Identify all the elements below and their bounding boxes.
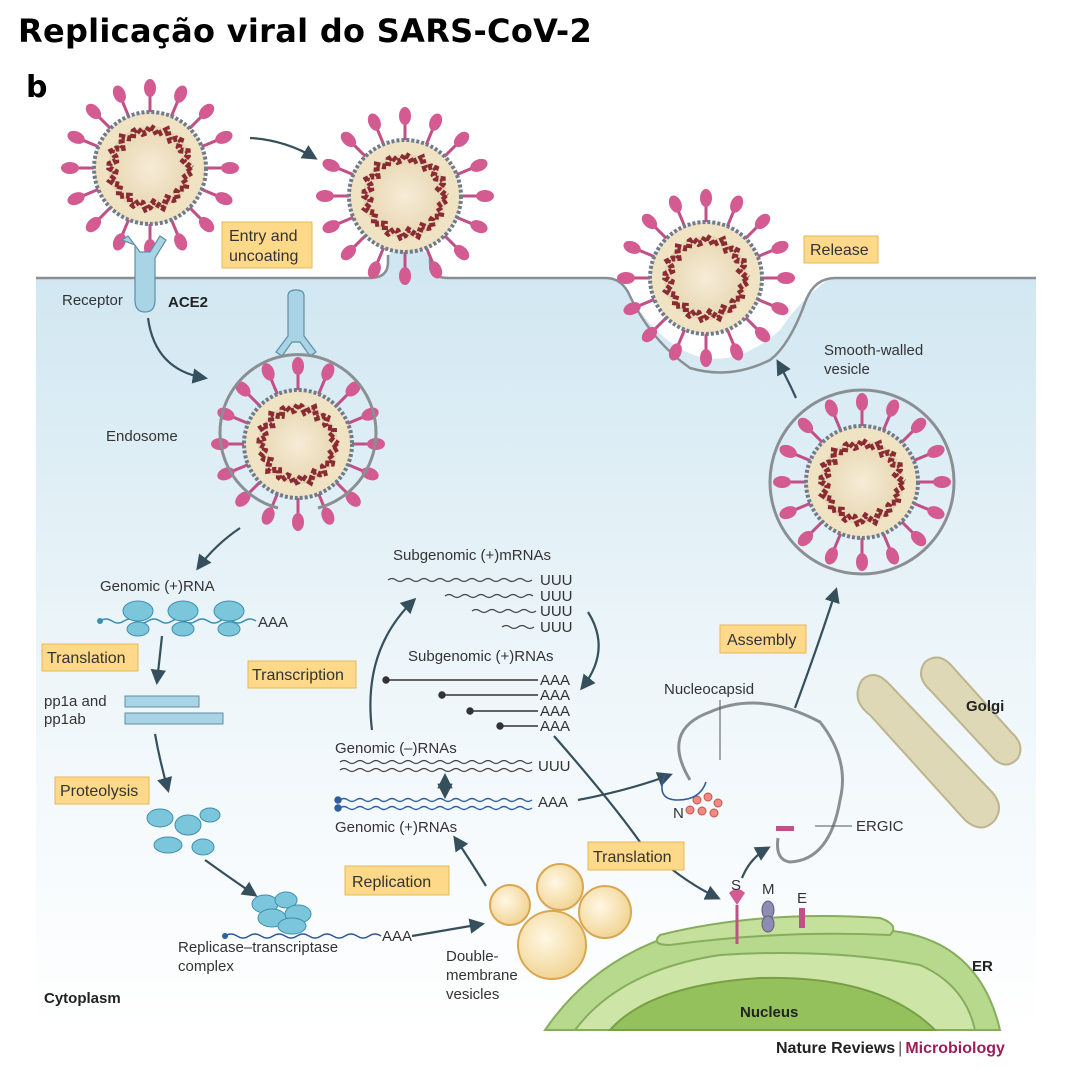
aaa-sub-2: AAA — [540, 687, 570, 704]
s-label: S — [731, 877, 741, 894]
virion-endosome — [211, 357, 385, 531]
translation-label-1: Translation — [47, 650, 126, 667]
virion-vesicle — [773, 393, 951, 571]
m-label: M — [762, 881, 775, 898]
panel-label: b — [26, 70, 48, 105]
nucleus-label: Nucleus — [740, 1004, 798, 1021]
replicase-label-1: Replicase–transcriptase — [178, 939, 338, 956]
vesicle-label-2: vesicle — [824, 361, 870, 378]
replication-label: Replication — [352, 874, 431, 891]
credit-separator: | — [898, 1040, 903, 1057]
virion-entry — [316, 107, 494, 285]
dmv-label-1: Double- — [446, 948, 499, 965]
box-proteolysis — [54, 776, 150, 805]
replicase-label-2: complex — [178, 958, 234, 975]
genomic-rna-label: Genomic (+)RNA — [100, 578, 215, 595]
aaa-sub-1: AAA — [540, 672, 570, 689]
box-translation-2 — [587, 841, 685, 871]
uuu-genomic: UUU — [538, 758, 571, 775]
cytoplasm-area — [36, 247, 1036, 1030]
aaa-genomic: AAA — [258, 614, 288, 631]
genomic-neg-label: Genomic (–)RNAs — [335, 740, 457, 757]
e-label: E — [797, 890, 807, 907]
subgenomic-rnas — [382, 676, 538, 730]
dmv-label-2: membrane — [446, 967, 518, 984]
dmv-label-3: vesicles — [446, 986, 499, 1003]
subgenomic-mrnas — [387, 577, 537, 630]
pp1ab-label: pp1ab — [44, 711, 86, 728]
box-entry — [221, 221, 313, 269]
transcription-label: Transcription — [252, 667, 344, 684]
cytoplasm-label: Cytoplasm — [44, 990, 121, 1007]
assembly-label: Assembly — [727, 632, 796, 649]
uuu-4: UUU — [540, 619, 573, 636]
ergic-membrane-protein — [776, 826, 794, 831]
ace2-label: ACE2 — [168, 294, 208, 311]
n-recruit-arrow — [661, 774, 707, 801]
vesicle-label-1: Smooth-walled — [824, 342, 923, 359]
proteolysis-label: Proteolysis — [60, 783, 138, 800]
smooth-vesicle-membrane — [768, 388, 956, 576]
golgi-label: Golgi — [966, 698, 1004, 715]
box-release — [803, 235, 879, 264]
plasma-membrane — [36, 255, 1036, 374]
pp1a-bar — [124, 695, 200, 708]
er-label: ER — [972, 958, 993, 975]
golgi — [856, 656, 1022, 829]
nucleocapsid-label: Nucleocapsid — [664, 681, 754, 698]
aaa-genomic-pos: AAA — [538, 794, 568, 811]
aaa-replicase: AAA — [382, 928, 412, 945]
aaa-sub-4: AAA — [540, 718, 570, 735]
process-arrows — [146, 136, 840, 938]
subgenomic-mrnas-label: Subgenomic (+)mRNAs — [393, 547, 551, 564]
nucleus — [607, 976, 938, 1031]
protein-fragments — [146, 807, 221, 856]
m-protein — [761, 900, 775, 933]
n-proteins — [685, 792, 723, 818]
genomic-neg-rnas — [339, 759, 533, 773]
receptor-label: Receptor — [62, 292, 123, 309]
pp1a-label: pp1a and — [44, 693, 107, 710]
e-protein — [799, 908, 805, 928]
uuu-3: UUU — [540, 603, 573, 620]
journal-credit: Nature Reviews|Microbiology — [776, 1040, 1005, 1058]
leader-lines — [719, 700, 852, 827]
ergic-membrane — [677, 701, 844, 864]
endosome-label: Endosome — [106, 428, 178, 445]
endosome-membrane — [218, 353, 378, 510]
ace2-receptor — [120, 235, 167, 313]
aaa-sub-3: AAA — [540, 703, 570, 720]
virion-release — [617, 189, 795, 367]
ergic-label: ERGIC — [856, 818, 904, 835]
double-membrane-vesicles — [489, 863, 632, 980]
n-label: N — [673, 805, 684, 822]
credit-section: Microbiology — [905, 1040, 1005, 1057]
s-protein — [729, 889, 745, 944]
genomic-pos-rnas — [334, 796, 533, 812]
page-title: Replicação viral do SARS-CoV-2 — [18, 12, 593, 50]
genomic-pos-label: Genomic (+)RNAs — [335, 819, 457, 836]
box-transcription — [247, 660, 357, 689]
replicase-complex — [222, 891, 382, 939]
subgenomic-rnas-label: Subgenomic (+)RNAs — [408, 648, 553, 665]
endosome-receptor — [275, 289, 317, 357]
entry-label-2: uncoating — [229, 248, 298, 265]
box-assembly — [719, 624, 807, 654]
translation-label-2: Translation — [593, 849, 672, 866]
uuu-1: UUU — [540, 572, 573, 589]
virion-extracellular — [61, 79, 239, 257]
entry-label-1: Entry and — [229, 228, 297, 245]
uuu-2: UUU — [540, 588, 573, 605]
box-replication — [344, 865, 450, 896]
credit-journal: Nature Reviews — [776, 1040, 896, 1057]
genomic-rna-ribosomes — [97, 600, 257, 637]
box-translation-1 — [41, 643, 139, 672]
pp1ab-bar — [124, 712, 224, 725]
release-label: Release — [810, 242, 869, 259]
